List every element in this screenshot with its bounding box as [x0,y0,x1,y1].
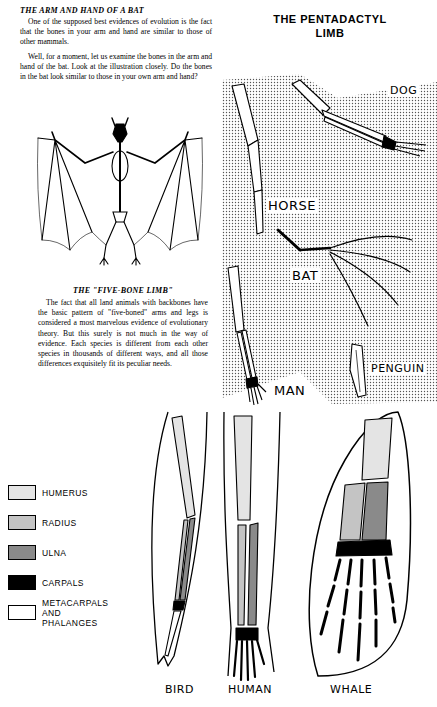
man-arm [246,377,258,388]
bat-wing [278,230,300,250]
whale-flipper [321,558,395,660]
legend-text: HUMERUS [42,488,116,498]
bird-wing [172,416,195,518]
bat-skeleton [113,124,127,142]
dog-limb [394,142,426,156]
bat-skeleton [112,118,128,126]
whale-flipper [339,560,351,652]
bird-wing [180,518,195,600]
horse-limb [232,84,258,146]
bat-skeleton [38,138,92,250]
human-arm [236,628,258,640]
bat-skeleton [104,222,136,258]
stipple-ground [222,74,437,404]
legend-swatch [8,515,36,530]
man-arm [228,266,266,405]
penguin-flipper [350,344,366,397]
human-arm [238,525,246,625]
dog-limb [292,80,426,156]
human-arm [248,523,258,625]
whale-flipper [362,418,392,480]
bat-skeleton [134,138,203,250]
animal-label: BAT [290,268,320,283]
whale-flipper [336,540,392,556]
whale-flipper [362,482,388,540]
horse-limb [254,190,263,234]
bat-skeleton [38,138,107,250]
dog-limb [324,117,384,147]
penguin-flipper [350,344,366,397]
bat-skeleton [119,142,121,215]
body-paragraph: One of the supposed best evidences of ev… [20,17,212,48]
whale-flipper [358,560,362,660]
human-arm [234,640,264,680]
animal-label: DOG [388,84,419,97]
whale-flipper [374,560,376,646]
legend-text: CARPALS [42,578,116,588]
bat-skeleton [148,138,202,250]
section-heading: THE ARM AND HAND OF A BAT [20,6,212,16]
bat-skeleton [127,132,188,163]
bat-wing [330,254,368,326]
whale-flipper [386,558,395,622]
whale-flipper [321,560,340,634]
dog-limb [292,80,330,115]
man-arm [248,384,266,405]
bird-wing [165,611,181,656]
dog-limb [382,136,396,150]
horse-limb [248,140,262,192]
bat-wing [330,252,398,305]
legend-text: ULNA [42,548,116,558]
whale-flipper [309,412,410,676]
bird-wing [152,412,207,666]
legend-swatch [8,485,36,500]
man-arm [242,330,256,378]
penguin-flipper [356,350,360,392]
bird-wing [152,412,207,666]
bat-wing [278,230,412,326]
bird-wing [173,601,185,610]
legend-swatch [8,605,36,620]
horse-limb [232,84,263,234]
legend-swatch [8,545,36,560]
whale-flipper [309,412,410,676]
bat-skeleton [100,258,140,265]
animal-label: MAN [272,383,307,398]
bat-wing [300,248,330,250]
bat-skeleton [38,118,203,265]
bat-wing [330,250,410,272]
animal-label: HORSE [266,198,318,213]
animal-label: BIRD [163,683,196,696]
human-arm [234,416,252,520]
human-arm [224,412,280,680]
body-paragraph: Well, for a moment, let us examine the b… [20,52,212,83]
human-arm [224,412,231,676]
legend-text: METACARPALS AND PHALANGES [42,598,116,628]
animal-label: WHALE [328,683,374,696]
animal-label: HUMAN [226,683,274,696]
bat-skeleton [113,212,127,222]
legend-swatch [8,575,36,590]
man-arm [228,266,244,332]
body-paragraph: The fact that all land animals with back… [38,298,208,369]
animal-label: PENGUIN [369,362,426,375]
dog-limb [322,110,386,142]
legend-text: RADIUS [42,518,116,528]
bat-skeleton [52,132,113,163]
whale-flipper [340,483,365,540]
human-arm [268,412,280,672]
bat-skeleton [112,151,128,181]
page-title: THE PENTADACTYL LIMB [268,12,392,40]
section-heading: THE "FIVE-BONE LIMB" [38,286,208,296]
bat-wing [330,236,412,248]
